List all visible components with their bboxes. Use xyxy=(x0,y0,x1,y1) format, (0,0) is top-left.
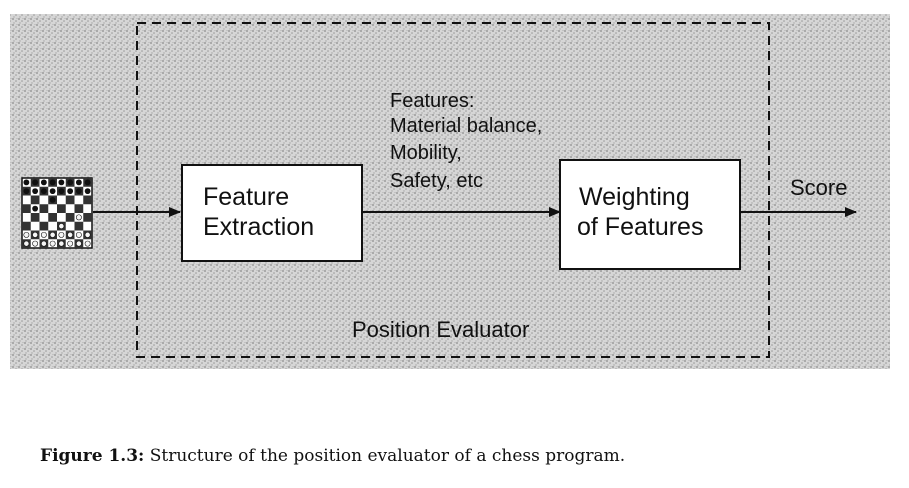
features-note: Features: Material balance, Mobility, Sa… xyxy=(390,90,542,192)
feature-extraction-box: Feature Extraction xyxy=(181,164,363,262)
stippled-background xyxy=(10,14,890,369)
figure-caption-text: Structure of the position evaluator of a… xyxy=(144,446,626,466)
features-note-line-4: Safety, etc xyxy=(390,170,483,192)
feature-extraction-line-2: Extraction xyxy=(203,213,314,241)
figure-caption-label: Figure 1.3: xyxy=(40,446,145,466)
weighting-line-2: of Features xyxy=(577,213,703,241)
figure-caption: Figure 1.3: Structure of the position ev… xyxy=(40,446,900,466)
weighting-line-1: Weighting xyxy=(579,183,690,211)
position-evaluator-container xyxy=(136,22,770,358)
score-label: Score xyxy=(790,175,847,200)
features-note-line-1: Features: xyxy=(390,90,474,112)
feature-extraction-line-1: Feature xyxy=(203,183,289,211)
chessboard-icon xyxy=(21,177,93,249)
position-evaluator-label: Position Evaluator xyxy=(352,317,529,342)
weighting-of-features-box: Weighting of Features xyxy=(559,159,741,270)
features-note-line-2: Material balance, xyxy=(390,115,542,137)
features-note-line-3: Mobility, xyxy=(390,142,462,164)
